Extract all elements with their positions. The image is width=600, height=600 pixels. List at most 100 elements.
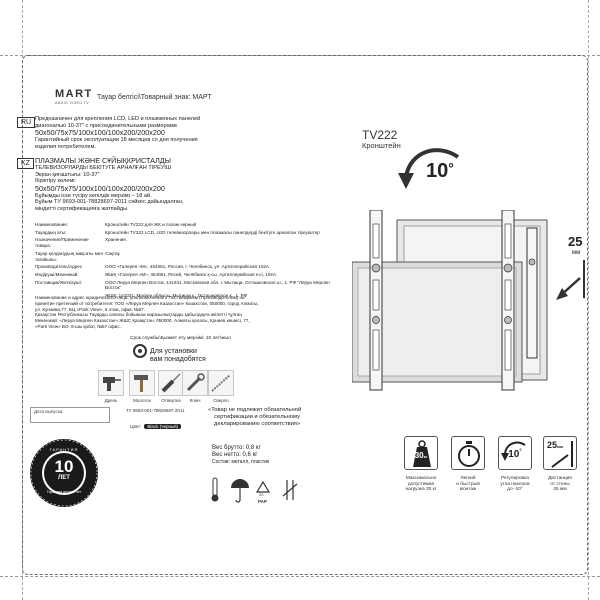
- crop-line-bottom: [0, 576, 600, 577]
- handling-icons: [211, 477, 298, 503]
- spec-value: Кронштейн TV222 LCD, LED телевизорлары м…: [105, 229, 320, 235]
- brand-logo-text: MART: [55, 88, 93, 100]
- feature-label: Максимально допустимая нагрузка 30 кг: [396, 476, 446, 493]
- material-composition: Состав: металл, пластик: [212, 459, 270, 466]
- spec-row: Поставщик/Жеткізуші: ООО Леруа Мерлен Во…: [35, 280, 335, 291]
- offset-value: 25: [568, 234, 583, 249]
- tool-label: Отвертка: [161, 398, 181, 403]
- feature-label-line: нагрузка 30 кг: [405, 487, 437, 493]
- service-life: Срок службы\Қызмет ету мерзімі: 10 лет\ж…: [130, 336, 231, 341]
- spec-key: Поставщик/Жеткізуші:: [35, 279, 82, 285]
- color-chip: Black (черный): [144, 424, 182, 429]
- ru-sizes: 50x50/75x75/100x100/100x200/200x200: [35, 128, 165, 138]
- spec-value: Хранение.: [105, 237, 128, 243]
- screwdriver-tool-icon: [158, 370, 184, 396]
- feature-label-line: угла наклона: [500, 481, 530, 487]
- legal-line: Наименование и адрес юридического лица, …: [35, 295, 245, 300]
- lang-tag-ru: RU: [17, 117, 36, 128]
- spec-value: ЖШҚ «Галерея «М», 454081, Ресей, Челябин…: [105, 271, 278, 277]
- kz-sizes: 50x50/75x75/100x100/100x200/200x200: [35, 183, 165, 193]
- spec-row: ЖШҚ, 141031, Мәскеу облысы, Мытищи қ., О…: [35, 293, 335, 299]
- feature-label-line: Регулировка: [501, 476, 529, 481]
- feature-label-line: Дистанция: [548, 476, 572, 481]
- tilt-feature-number: 10: [508, 449, 520, 460]
- distance-unit: мм: [557, 444, 563, 449]
- net-weight: Вес нетто: 0,6 кг: [212, 452, 258, 459]
- weight-icon: 30кг: [404, 436, 438, 470]
- kz-line: ТЕЛЕВИЗОРЛАРДЫ БЕКІТУГЕ АРНАЛҒАН ТІРЕУІШ: [35, 165, 171, 171]
- spec-value: Кронштейн TV222 для ЖК и плазм черный: [105, 222, 197, 227]
- drill-tool-icon: [98, 370, 124, 396]
- tilt-number: 10: [426, 160, 449, 182]
- offset-arrow-icon: [556, 260, 585, 300]
- seal-bottom-text: Гарантия десять лет: [46, 490, 82, 494]
- feature-label-line: от стены: [550, 481, 570, 487]
- color-line: Цвет:Black (черный): [130, 424, 182, 429]
- food-safe-icon: [282, 480, 298, 500]
- ru-line: изделия потребителем.: [35, 143, 96, 150]
- spec-row: Назначение/Применение товара: Хранение.: [35, 237, 335, 248]
- feature-label: Регулировка угла наклона до -10°: [490, 476, 540, 493]
- spec-key: Наименование:: [35, 222, 69, 227]
- tilt-value: 10°: [426, 160, 454, 183]
- legal-line: «Park View» БО, 6-шы қабат, №67 офис.: [35, 323, 121, 329]
- kz-description: ПЛАЗМАЛЫ ЖӘНЕ СҰЙЫҚКРИСТАЛДЫ ТЕЛЕВИЗОРЛА…: [35, 157, 335, 213]
- feature-label-line: до -10°: [507, 487, 523, 493]
- seal-top-text: ГАРАНТИЯ: [49, 447, 79, 452]
- tilt-feature-value: 10°: [499, 449, 531, 460]
- spec-value: ЖШҚ, 141031, Мәскеу облысы, Мытищи қ., О…: [105, 293, 248, 299]
- feature-easy-install: Легкий и быстрый монтаж: [443, 436, 493, 493]
- tool-label: Дрель: [104, 398, 118, 403]
- kz-title: ПЛАЗМАЛЫ ЖӘНЕ СҰЙЫҚКРИСТАЛДЫ: [35, 156, 172, 165]
- manufacture-date-box: Дата выпуска:: [30, 407, 110, 423]
- kz-line: Бұйым ТУ 9693-001-78828697-2011 сәйкес д…: [35, 199, 184, 206]
- gross-weight: Вес брутто: 0,8 кг: [212, 445, 261, 451]
- kz-line: Экран қиғаштығы: 10-37": [35, 171, 100, 178]
- spec-key: Производитель/Адрес: [35, 264, 83, 270]
- tool-label: Ключ: [189, 398, 201, 403]
- recycle-icon: [255, 480, 271, 493]
- ru-line: Предназначен для крепления LCD, LED и пл…: [35, 116, 201, 122]
- kz-line: Бұйымды іске түсіру кепілдік мерзімі – 1…: [35, 192, 152, 199]
- tool-label: Молоток: [133, 398, 151, 403]
- legal-line: принятие претензий от потребителя: ТОО «…: [35, 300, 259, 306]
- distance-value: 25мм: [547, 440, 563, 450]
- distance-number: 25: [547, 440, 558, 450]
- tools-title-line: Для установки: [150, 348, 197, 355]
- spec-row: Тауардың аты: Кронштейн TV222 LCD, LED т…: [35, 230, 335, 236]
- feature-tilt-adjust: 10° Регулировка угла наклона до -10°: [490, 436, 540, 493]
- feature-label-line: монтаж: [459, 487, 477, 493]
- feature-label-line: и быстрый: [456, 481, 480, 487]
- certification-note-line: декларированию соответствия»: [214, 421, 301, 427]
- thermometer-icon: [211, 477, 219, 502]
- tilt-icon: 10°: [498, 436, 532, 470]
- spec-key: Тауар қолданудың мақсаты мен тағайыны:: [35, 250, 103, 262]
- weights-block: Вес брутто: 0,8 кг Вес нетто: 0,6 кг Сос…: [212, 445, 269, 467]
- legal-line: Қазақстан Республикасы Тауарды сапасы бо…: [35, 312, 242, 318]
- hammer-tool-icon: [129, 370, 155, 396]
- tilt-feature-unit: °: [519, 449, 522, 455]
- ru-line: диагональю 10-37" с присоединительными р…: [35, 122, 177, 129]
- kz-line: міндетті сертификацияға жатпайды.: [35, 205, 129, 212]
- stopwatch-icon: [451, 436, 485, 470]
- feature-label-line: Легкий: [460, 476, 476, 481]
- certification-note-line: сертификации и обязательному: [214, 414, 300, 420]
- load-unit: кг: [423, 454, 428, 459]
- product-type: Кронштейн: [362, 141, 401, 150]
- tilt-unit: °: [448, 160, 454, 176]
- legal-line: ул. Кунаева,77, БЦ «Park View», 6 этаж, …: [35, 306, 145, 312]
- spec-key: Тауардың аты:: [35, 229, 67, 235]
- tool-label: Сверло: [213, 398, 229, 403]
- feature-label-line: 25 мм: [553, 487, 567, 493]
- spec-value: ООО «Галерея «М», 454081, Россия, г. Чел…: [105, 264, 271, 270]
- certification-note: «Товар не подлежит обязательной сертифик…: [208, 407, 343, 428]
- tilt-arrow-icon: [398, 148, 460, 189]
- certification-note-line: «Товар не подлежит обязательной: [208, 407, 302, 413]
- ru-line: Гарантийный срок эксплуатации 18 месяцев…: [35, 137, 198, 144]
- feature-label-line: допустимая: [407, 481, 435, 487]
- ru-description: Предназначен для крепления LCD, LED и пл…: [35, 116, 335, 150]
- spec-row: Тауар қолданудың мақсаты мен тағайыны: С…: [35, 251, 335, 262]
- spec-row: Наименование: Кронштейн TV222 для ЖК и п…: [35, 222, 335, 228]
- warranty-seal-icon: [30, 439, 98, 507]
